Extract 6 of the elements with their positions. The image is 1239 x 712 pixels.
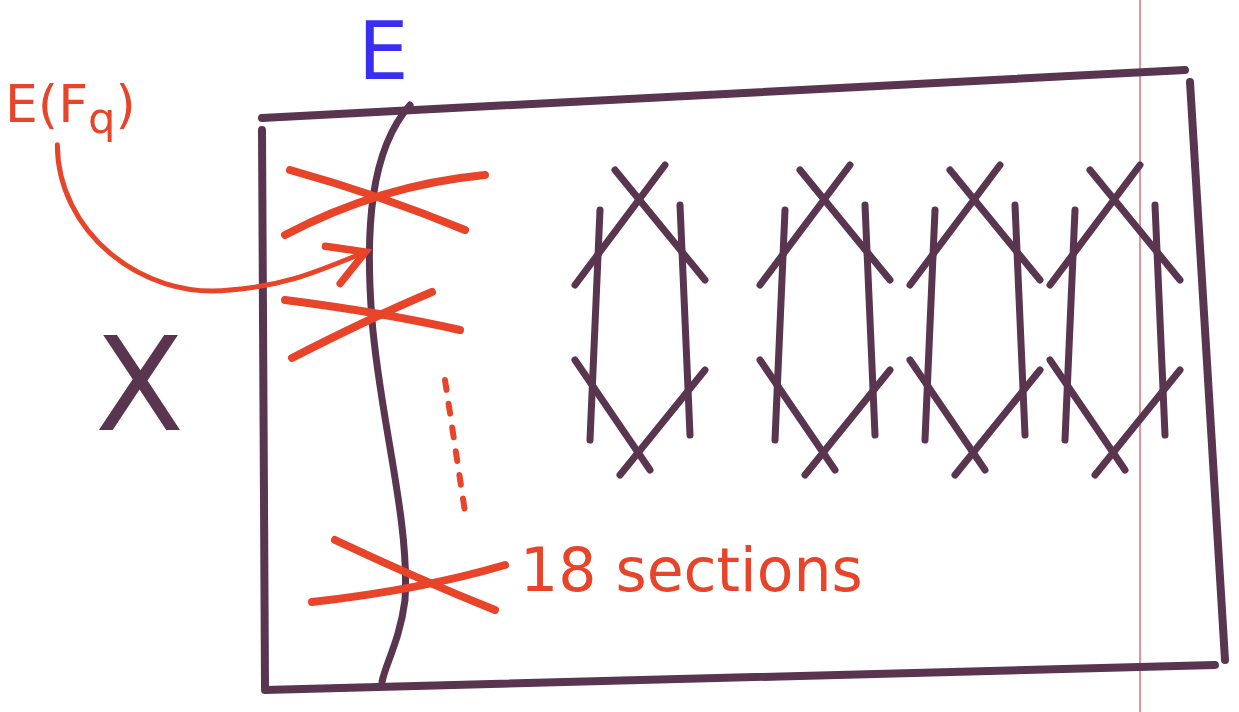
- sections-label: 18 sections: [520, 540, 863, 600]
- curve: [365, 101, 414, 686]
- base-label: X: [95, 320, 185, 450]
- rational-points-label: E(F$_{q}$): [5, 78, 136, 141]
- arrow: [54, 142, 370, 294]
- curve-label: E: [358, 12, 409, 92]
